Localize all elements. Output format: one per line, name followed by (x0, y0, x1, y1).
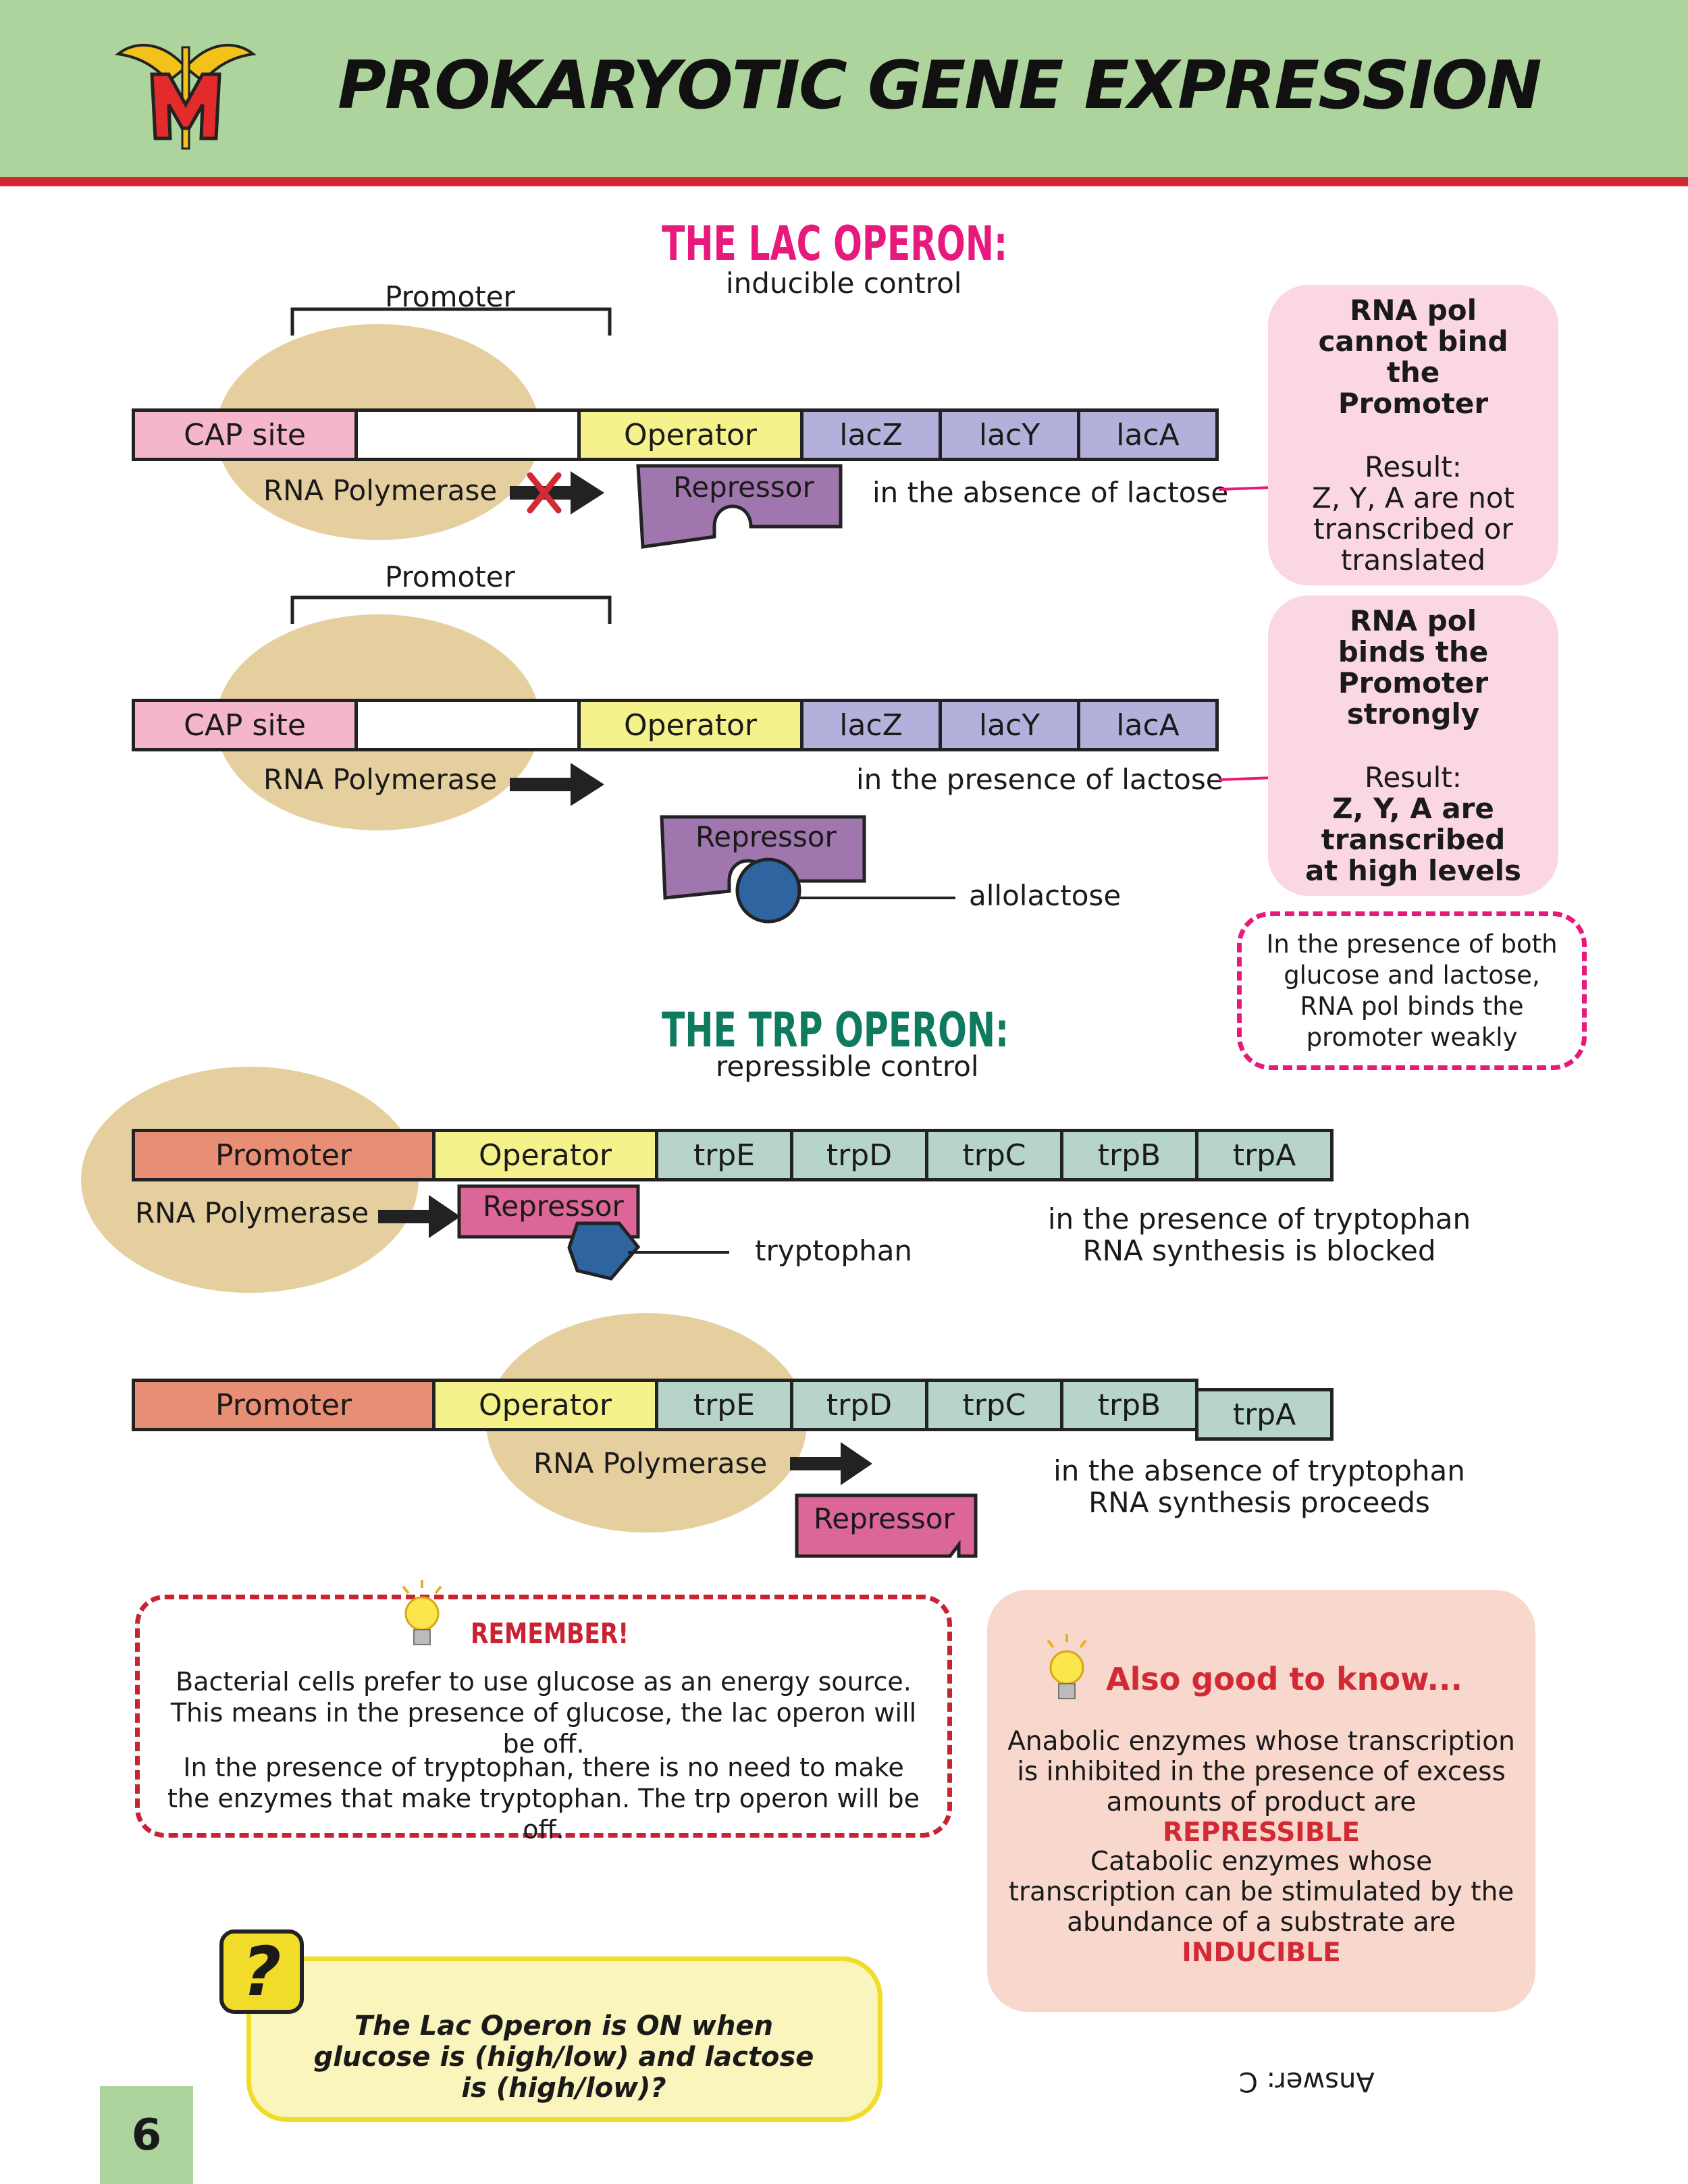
trpc-segment: trpC (925, 1129, 1063, 1181)
box-result: Z, Y, A are transcribed at high levels (1304, 791, 1522, 887)
connector-line (1219, 486, 1273, 491)
trp-repressor-label: Repressor (483, 1190, 624, 1223)
tryptophan-label: tryptophan (755, 1234, 913, 1267)
condition-line2: RNA synthesis proceeds (1088, 1486, 1430, 1519)
trpa-segment: trpA (1195, 1129, 1334, 1181)
promoter-bracket (290, 595, 612, 624)
lac-repressor-label: Repressor (695, 820, 837, 853)
lightbulb-icon (402, 1580, 442, 1645)
box-heading: RNA pol binds the Promoter strongly (1338, 604, 1489, 730)
condition-absence-lactose: in the absence of lactose (872, 476, 1229, 509)
remember-box (135, 1595, 952, 1838)
operator-segment: Operator (577, 408, 803, 461)
trpb-segment: trpB (1060, 1379, 1198, 1431)
arrow-icon (510, 763, 604, 806)
operator-segment: Operator (432, 1379, 658, 1431)
question-box (246, 1956, 882, 2122)
promoter-label: Promoter (385, 560, 515, 593)
question-text: The Lac Operon is ON when glucose is (hi… (313, 2010, 814, 2104)
trpd-segment: trpD (790, 1129, 928, 1181)
condition-line2: RNA synthesis is blocked (1082, 1234, 1436, 1267)
laca-segment: lacA (1077, 699, 1219, 751)
good-para1-text: Anabolic enzymes whose transcription is … (1007, 1726, 1515, 1817)
lac-note-box: In the presence of both glucose and lact… (1237, 911, 1587, 1070)
trpe-segment: trpE (655, 1129, 793, 1181)
repressible-highlight: REPRESSIBLE (1162, 1817, 1361, 1848)
lac-absent-result-box: RNA pol cannot bind the Promoter Result:… (1268, 285, 1558, 585)
box-result-label: Result: (1365, 450, 1462, 483)
allolactose-pointer (800, 897, 955, 899)
promoter-segment (354, 408, 581, 461)
operator-segment: Operator (577, 699, 803, 751)
box-result: Z, Y, A are not transcribed or translate… (1312, 481, 1514, 577)
lacz-segment: lacZ (800, 699, 942, 751)
lac-repressor-shape (636, 464, 843, 549)
trpa-segment: trpA (1195, 1388, 1334, 1441)
lac-subtitle: inducible control (726, 267, 962, 300)
cap-site-segment: CAP site (132, 699, 358, 751)
remember-para1: Bacterial cells prefer to use glucose as… (170, 1667, 917, 1759)
answer-text: Answer: C (1239, 2066, 1375, 2097)
operator-segment: Operator (432, 1129, 658, 1181)
promoter-segment (354, 699, 581, 751)
promoter-segment: Promoter (132, 1379, 436, 1431)
laca-segment: lacA (1077, 408, 1219, 461)
condition-presence-tryptophan: in the presence of tryptophan RNA synthe… (1026, 1203, 1492, 1267)
logo (115, 27, 257, 155)
good-para2-text: Catabolic enzymes whose transcription ca… (1008, 1846, 1514, 1938)
page-number: 6 (131, 2110, 162, 2160)
lac-present-result-box: RNA pol binds the Promoter strongly Resu… (1268, 595, 1558, 896)
trp-repressor-shape (457, 1184, 641, 1281)
tryptophan-pointer (628, 1251, 729, 1254)
lightbulb-icon (1047, 1634, 1087, 1699)
good-heading: Also good to know... (1106, 1661, 1462, 1697)
allolactose-label: allolactose (969, 879, 1122, 912)
condition-line1: in the absence of tryptophan (1053, 1454, 1465, 1487)
promoter-segment: Promoter (132, 1129, 436, 1181)
rna-polymerase-label: RNA Polymerase (263, 763, 498, 796)
promoter-label: Promoter (385, 280, 515, 313)
trpc-segment: trpC (925, 1379, 1063, 1431)
lac-repressor-label: Repressor (673, 471, 814, 504)
page-number-tab: 6 (100, 2086, 193, 2184)
trpd-segment: trpD (790, 1379, 928, 1431)
arrow-icon (378, 1195, 460, 1238)
inducible-highlight: INDUCIBLE (1182, 1938, 1341, 1968)
remember-para2: In the presence of tryptophan, there is … (167, 1753, 920, 1844)
lacy-segment: lacY (939, 699, 1080, 751)
trp-subtitle: repressible control (716, 1050, 979, 1083)
lacy-segment: lacY (939, 408, 1080, 461)
box-result-label: Result: (1365, 760, 1462, 794)
lacz-segment: lacZ (800, 408, 942, 461)
trpe-segment: trpE (655, 1379, 793, 1431)
condition-absence-tryptophan: in the absence of tryptophan RNA synthes… (1026, 1455, 1492, 1518)
box-heading: RNA pol cannot bind the Promoter (1318, 293, 1508, 420)
trp-title: THE TRP OPERON: (662, 1003, 1009, 1058)
good-para2: Catabolic enzymes whose transcription ca… (1006, 1846, 1516, 1968)
promoter-bracket (290, 307, 612, 336)
question-badge: ? (219, 1929, 304, 2014)
blocked-arrow-icon (510, 471, 604, 514)
trp-repressor-shape (795, 1493, 978, 1558)
arrow-icon (790, 1442, 872, 1485)
condition-presence-lactose: in the presence of lactose (856, 763, 1223, 796)
lac-title: THE LAC OPERON: (662, 216, 1008, 271)
connector-line (1219, 776, 1273, 781)
remember-heading: REMEMBER! (471, 1617, 629, 1650)
question-mark-icon: ? (242, 1932, 282, 2011)
rna-polymerase-label: RNA Polymerase (533, 1447, 768, 1480)
cap-site-segment: CAP site (132, 408, 358, 461)
good-para1: Anabolic enzymes whose transcription is … (1006, 1726, 1516, 1848)
trp-repressor-label: Repressor (814, 1502, 955, 1535)
lac-note: In the presence of both glucose and lact… (1266, 929, 1558, 1052)
page-title: PROKARYOTIC GENE EXPRESSION (338, 47, 1542, 124)
logo-icon (115, 43, 257, 150)
header-bar (0, 0, 1688, 186)
trpb-segment: trpB (1060, 1129, 1198, 1181)
condition-line1: in the presence of tryptophan (1047, 1202, 1471, 1235)
rna-polymerase-label: RNA Polymerase (135, 1196, 369, 1229)
rna-polymerase-label: RNA Polymerase (263, 474, 498, 507)
lac-repressor-shape (660, 815, 866, 924)
